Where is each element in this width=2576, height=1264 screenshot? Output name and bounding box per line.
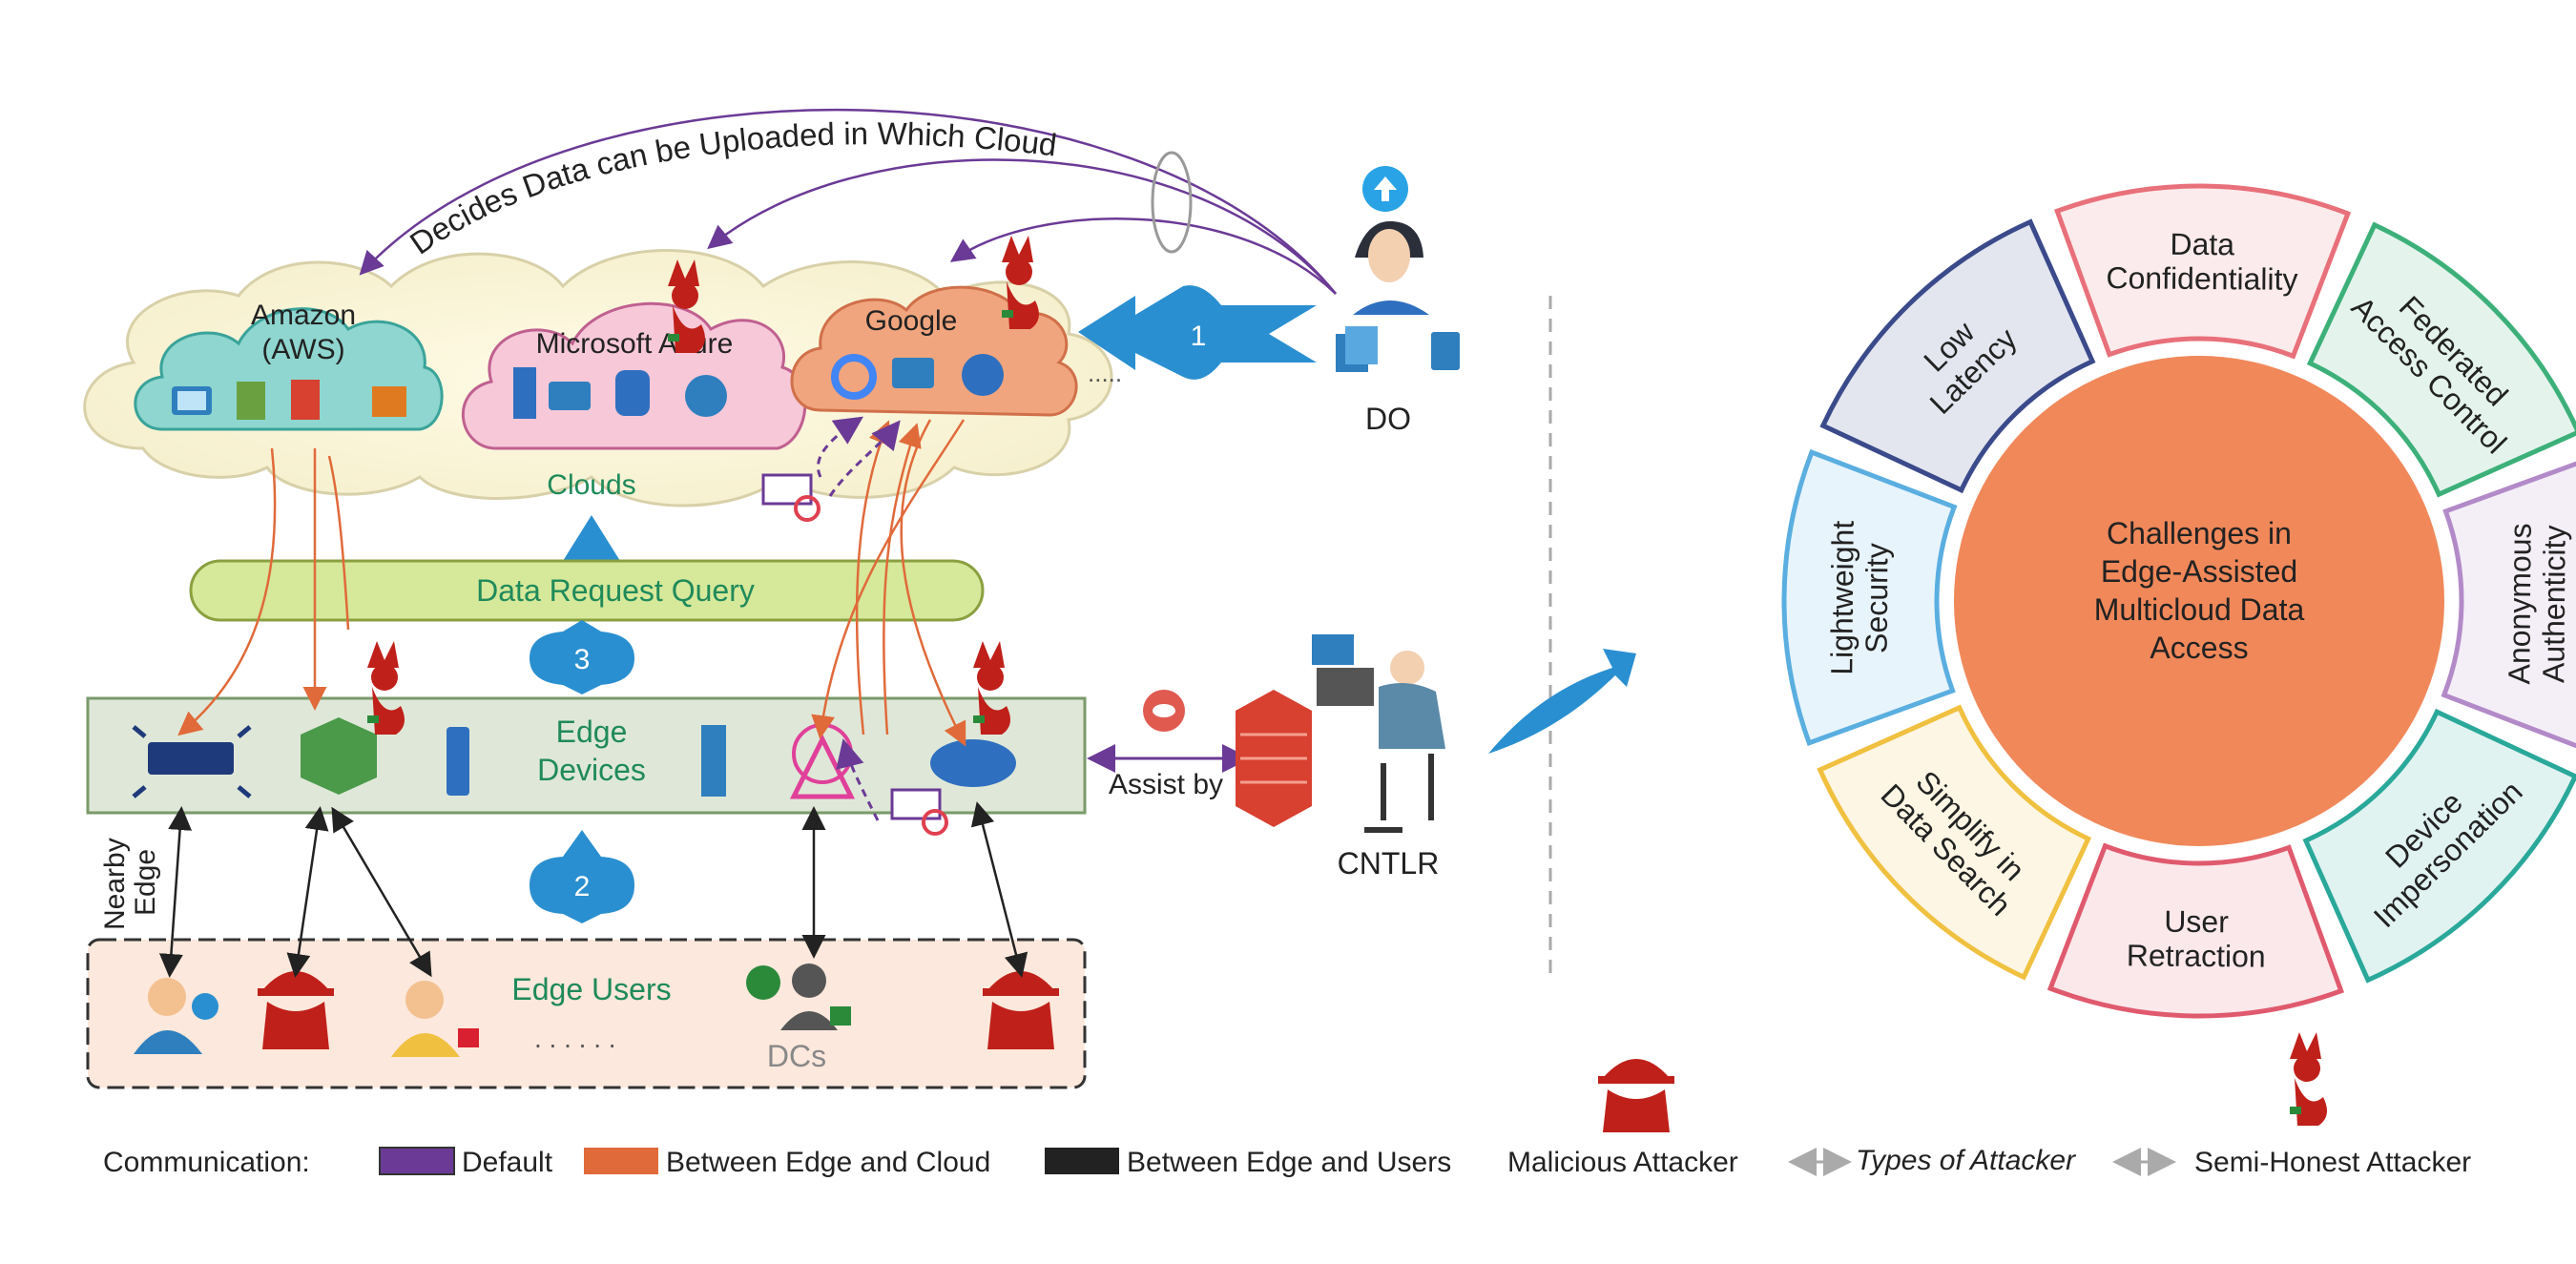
- edge-devices-label-line2: Devices: [537, 753, 646, 787]
- edge-network-switch-icon: [930, 739, 1016, 787]
- wheel-segment: [1781, 448, 1958, 746]
- wheel-segment: [2054, 183, 2352, 360]
- data-request-query: Data Request Query: [189, 515, 985, 622]
- download-badge-icon: [746, 965, 780, 1000]
- data-owner-label: DO: [1365, 402, 1411, 436]
- step-1-label: 1: [1191, 321, 1207, 352]
- controller-operator-icon: [1312, 634, 1445, 833]
- step-2-arrow: 2: [530, 830, 634, 923]
- semi-honest-attacker-icon: [973, 641, 1010, 735]
- data-owner: DO: [1336, 166, 1460, 436]
- amazon-sub-label: (AWS): [261, 334, 344, 365]
- legend-semi-honest-icon: [2290, 1032, 2327, 1126]
- amazon-label: Amazon: [251, 300, 356, 331]
- data-owner-person-icon: [1353, 220, 1429, 315]
- edge-devices-bar: Edge Devices: [86, 641, 1087, 836]
- edge-users-ellipsis: . . . . . .: [534, 1024, 616, 1053]
- azure-service-icons: [513, 367, 727, 419]
- nearby-edge-label-line1: Nearby: [99, 838, 131, 930]
- google-label: Google: [865, 305, 958, 337]
- clouds-group-label: Clouds: [547, 469, 635, 501]
- wheel-segment-label: LightweightSecurity: [1824, 521, 1894, 676]
- edge-server-icon: [447, 727, 469, 796]
- edge-switch-icon: [132, 725, 252, 798]
- wheel-segment: [2046, 842, 2344, 1019]
- legend-malicious-icon: [1598, 1059, 1674, 1132]
- user-icon: [134, 978, 218, 1054]
- data-consumer-icon: [746, 964, 851, 1030]
- wheel-segment-label: AnonymousAuthenticity: [2502, 523, 2571, 685]
- legend: Communication: Default Between Edge and …: [103, 1032, 2471, 1178]
- step-1-arrow: 1: [1078, 285, 1317, 380]
- upload-badge-icon: [192, 993, 218, 1020]
- barcode-search-icon: [890, 788, 948, 836]
- barcode-search-icon: [761, 473, 821, 522]
- legend-edge-cloud-label: Between Edge and Cloud: [666, 1147, 990, 1178]
- semi-honest-attacker-icon: [367, 641, 405, 735]
- document-icon: [1336, 326, 1460, 372]
- controller-section: Assist by CNTLR: [1087, 634, 1445, 881]
- legend-communication-label: Communication:: [103, 1147, 310, 1178]
- transition-arrow-icon: [1488, 649, 1636, 754]
- default-dashed-arrows: [816, 416, 901, 821]
- step-3-label: 3: [574, 644, 591, 675]
- legend-semi-honest-label: Semi-Honest Attacker: [2194, 1147, 2471, 1178]
- locked-user-icon: [391, 981, 479, 1057]
- wheel-segment: [2441, 461, 2576, 749]
- data-consumers-label: DCs: [767, 1039, 826, 1073]
- edge-devices-label-line1: Edge: [556, 715, 628, 749]
- step-3-arrow: 3: [530, 620, 634, 694]
- wheel-segment: [1819, 218, 2096, 494]
- edge-cube-icon: [301, 717, 377, 795]
- firewall-icon: [1236, 690, 1312, 827]
- wheel-center: [1954, 356, 2444, 846]
- arc-decision-label: Decides Data can be Uploaded in Which Cl…: [404, 115, 1059, 260]
- legend-default-label: Default: [462, 1147, 553, 1178]
- wheel-segment: [2306, 221, 2576, 498]
- aws-service-icons: [172, 380, 406, 420]
- legend-malicious-label: Malicious Attacker: [1507, 1147, 1738, 1178]
- edge-users-label: Edge Users: [511, 972, 671, 1006]
- semi-honest-attacker-icon: [1002, 236, 1039, 329]
- legend-edge-users-label: Between Edge and Users: [1127, 1147, 1451, 1178]
- edge-user-arrows: [158, 801, 1028, 978]
- edge-cloud-arrows: [177, 419, 966, 747]
- step-2-label: 2: [574, 871, 591, 902]
- wheel-segment: [1817, 704, 2092, 981]
- edge-router-icon: [701, 725, 726, 797]
- google-service-icons: [831, 354, 1004, 400]
- clouds-group: Amazon (AWS) Microsoft Azure Google: [83, 236, 1122, 508]
- data-request-query-label: Data Request Query: [476, 573, 755, 608]
- edge-users-box: Edge Users . . . . . . DCs: [86, 938, 1087, 1089]
- legend-types-label: Types of Attacker: [1856, 1145, 2076, 1176]
- semi-honest-attacker-icon: [668, 259, 705, 353]
- legend-edge-users-swatch: [1045, 1148, 1119, 1174]
- controller-label: CNTLR: [1338, 846, 1440, 881]
- wheel-segment: [2302, 708, 2576, 984]
- nearby-edge-label-line2: Edge: [130, 849, 161, 916]
- assist-by-label: Assist by: [1109, 769, 1223, 800]
- more-clouds-ellipsis: .....: [1088, 359, 1122, 387]
- legend-edge-cloud-swatch: [584, 1148, 658, 1174]
- legend-default-swatch: [379, 1147, 455, 1175]
